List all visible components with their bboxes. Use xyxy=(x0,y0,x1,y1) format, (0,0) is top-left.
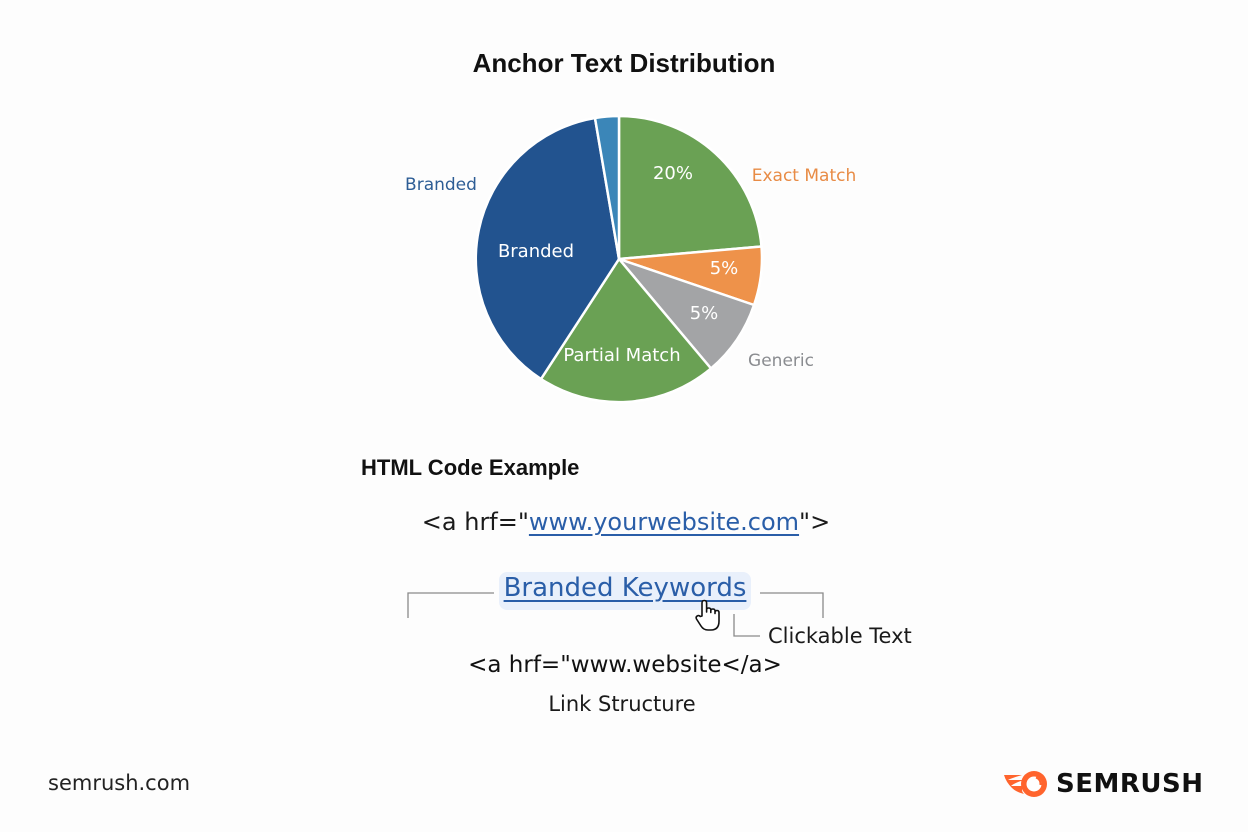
code-line-1: <a hrf="www.yourwebsite.com"> xyxy=(0,508,1248,536)
anchor-highlight xyxy=(499,572,751,610)
label-partial-match: Partial Match xyxy=(563,345,680,366)
section-title: HTML Code Example xyxy=(361,455,580,480)
code-suffix: "> xyxy=(799,508,831,536)
slice-other xyxy=(593,114,621,261)
label-exact-5-percent: 5% xyxy=(710,258,739,279)
legend-generic: Generic xyxy=(748,351,814,371)
semrush-logo: SEMRUSH xyxy=(1002,768,1203,800)
clickable-text-callout: Clickable Text xyxy=(768,624,912,648)
brand-name: SEMRUSH xyxy=(1056,769,1204,799)
code-line-2: <a hrf="www.website</a> xyxy=(468,652,782,678)
hand-pointer-icon xyxy=(695,599,720,631)
label-branded-inner: Branded xyxy=(498,241,574,262)
site-url: semrush.com xyxy=(48,771,191,795)
branded-keywords-link[interactable]: Branded Keywords xyxy=(503,573,747,603)
legend-exact-match: Exact Match xyxy=(752,166,857,186)
semrush-flame-icon xyxy=(1004,771,1047,797)
link-structure-caption: Link Structure xyxy=(548,692,696,716)
pie-chart: 20% 5% 5% Partial Match Branded Branded … xyxy=(405,114,857,404)
legend-branded: Branded xyxy=(405,175,477,195)
website-link[interactable]: www.yourwebsite.com xyxy=(528,508,800,536)
label-20-percent: 20% xyxy=(653,163,693,184)
label-generic-5-percent: 5% xyxy=(690,303,719,324)
chart-title: Anchor Text Distribution xyxy=(472,48,776,78)
slice-green-20 xyxy=(617,114,763,261)
slice-branded xyxy=(474,116,621,381)
bracket-lines xyxy=(407,592,824,637)
slice-partial-match xyxy=(539,257,713,404)
code-prefix: <a hrf=" xyxy=(421,508,529,536)
